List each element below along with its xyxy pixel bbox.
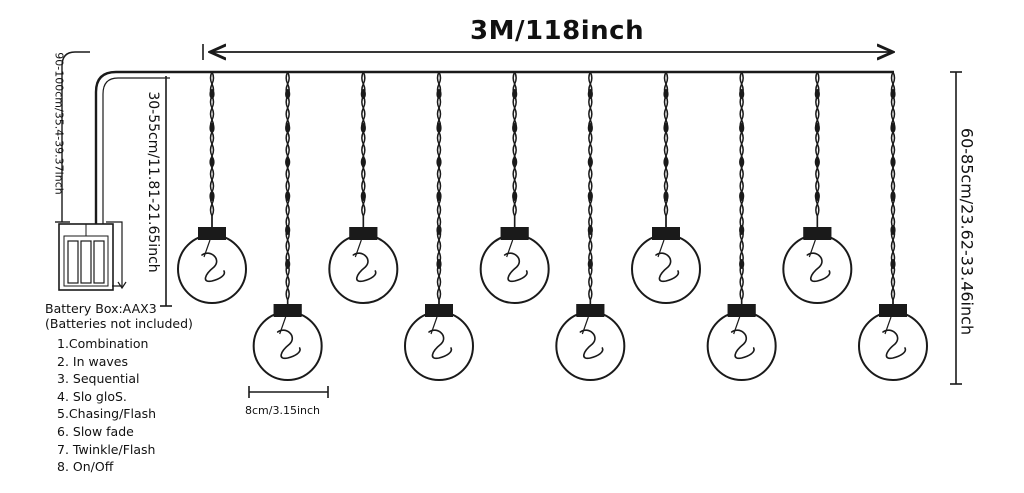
bulb-icon — [177, 71, 247, 304]
bulb-size-label: 8cm/3.15inch — [245, 404, 321, 417]
bulb-icon — [252, 71, 323, 381]
bulb-size-dimension — [248, 386, 329, 398]
battery-box-icon — [58, 221, 127, 291]
bulb-icon — [706, 71, 777, 381]
mode-item: 3. Sequential — [57, 371, 140, 387]
short-drop-dimension — [160, 76, 172, 307]
width-dimension — [202, 44, 893, 60]
bulb-strands — [177, 71, 928, 381]
battery-box-title: Battery Box:AAX3 — [45, 301, 157, 316]
battery-box-note: (Batteries not included) — [45, 316, 193, 331]
bulb-icon — [858, 71, 928, 381]
mode-item: 6. Slow fade — [57, 423, 134, 439]
lead-length-dimension — [55, 51, 90, 223]
bulb-icon — [404, 71, 474, 381]
bulb-icon — [782, 71, 853, 304]
mode-item: 4. Slo gloS. — [57, 388, 127, 404]
mode-item: 2. In waves — [57, 353, 128, 369]
lead-length-label: 90-100cm/35.4-39.37inch — [52, 52, 66, 195]
mode-item: 5.Chasing/Flash — [57, 406, 157, 422]
bulb-icon — [328, 71, 399, 304]
mode-item: 7. Twinkle/Flash — [57, 441, 156, 457]
bulb-icon — [555, 71, 626, 381]
short-drop-label: 30-55cm/11.81-21.65inch — [145, 91, 161, 273]
mode-item: 8. On/Off — [57, 459, 114, 475]
long-drop-dimension — [950, 71, 962, 385]
mode-list: 1.Combination 2. In waves 3. Sequential … — [57, 335, 156, 476]
long-drop-label: 60-85cm/23.62-33.46inch — [957, 127, 977, 336]
width-label: 3M/118inch — [470, 16, 645, 46]
bulb-icon — [631, 71, 701, 304]
mode-item: 1.Combination — [57, 336, 149, 351]
bulb-icon — [479, 71, 550, 304]
main-cable — [94, 70, 894, 230]
